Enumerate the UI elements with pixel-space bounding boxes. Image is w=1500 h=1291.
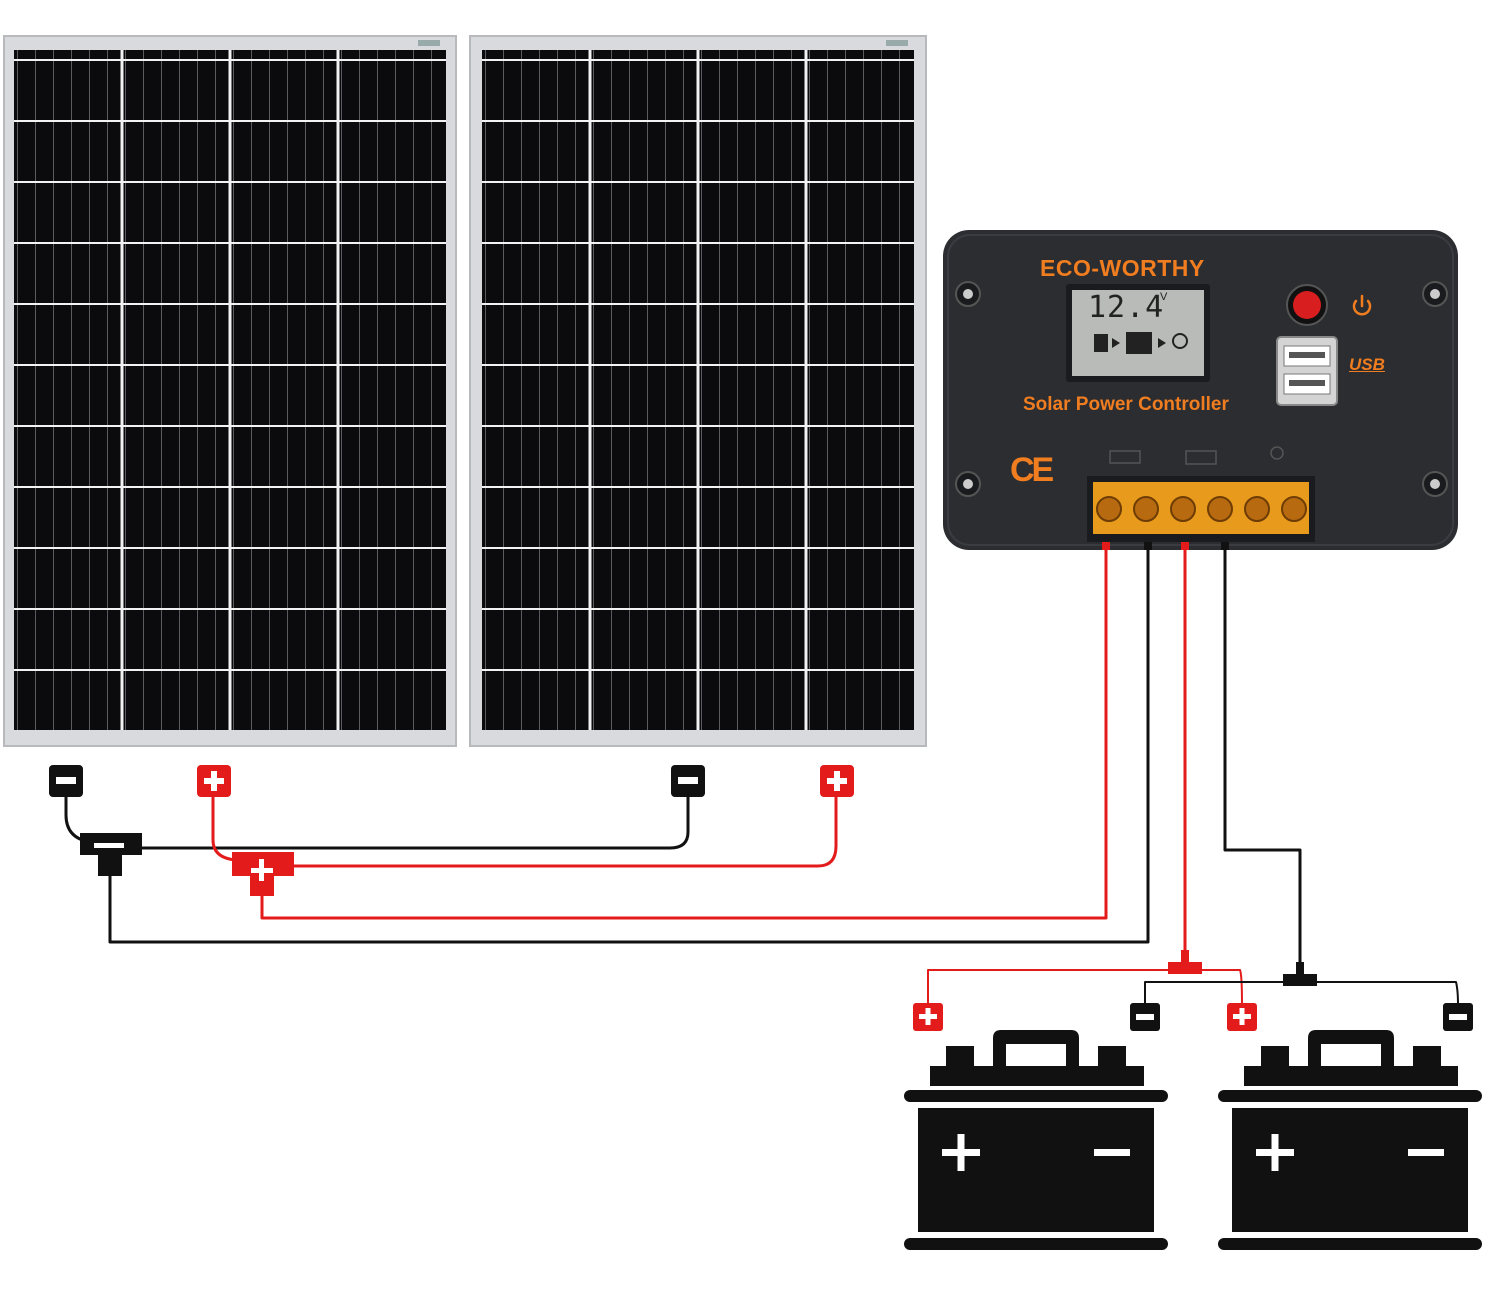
minus-connector-icon: [1130, 1003, 1160, 1031]
terminal-labels: [1109, 446, 1284, 465]
ce-mark: CE: [1010, 451, 1054, 489]
minus-connector-icon: [49, 765, 83, 797]
plus-connector-icon: [913, 1003, 943, 1031]
solar-panel-left: [3, 35, 457, 747]
lcd-status-icons: [1094, 332, 1188, 354]
plus-connector-icon: [820, 765, 854, 797]
terminal-screws: [1096, 496, 1307, 522]
battery-icon: [1218, 1030, 1482, 1250]
controller-brand: ECO-WORTHY: [1040, 255, 1205, 281]
plus-connector-icon: [197, 765, 231, 797]
negative-branch-connector: [80, 833, 142, 876]
panel-wiring: [64, 546, 1459, 1006]
power-icon: [1352, 294, 1372, 316]
solar-panel-right: [469, 35, 927, 747]
positive-branch-connector: [232, 852, 294, 896]
battery-branch-connectors: [1168, 950, 1317, 986]
minus-connector-icon: [1443, 1003, 1473, 1031]
usb-port-icon[interactable]: [1276, 336, 1338, 406]
controller-subtitle: Solar Power Controller: [1023, 394, 1229, 415]
minus-connector-icon: [671, 765, 705, 797]
charge-controller: [943, 230, 1458, 550]
usb-label: USB: [1349, 355, 1385, 374]
battery-icon: [904, 1030, 1168, 1250]
lcd-voltage-unit: V: [1160, 291, 1168, 303]
power-button[interactable]: [1286, 284, 1328, 326]
plus-connector-icon: [1227, 1003, 1257, 1031]
lcd-voltage-readout: 12.4: [1088, 290, 1165, 325]
